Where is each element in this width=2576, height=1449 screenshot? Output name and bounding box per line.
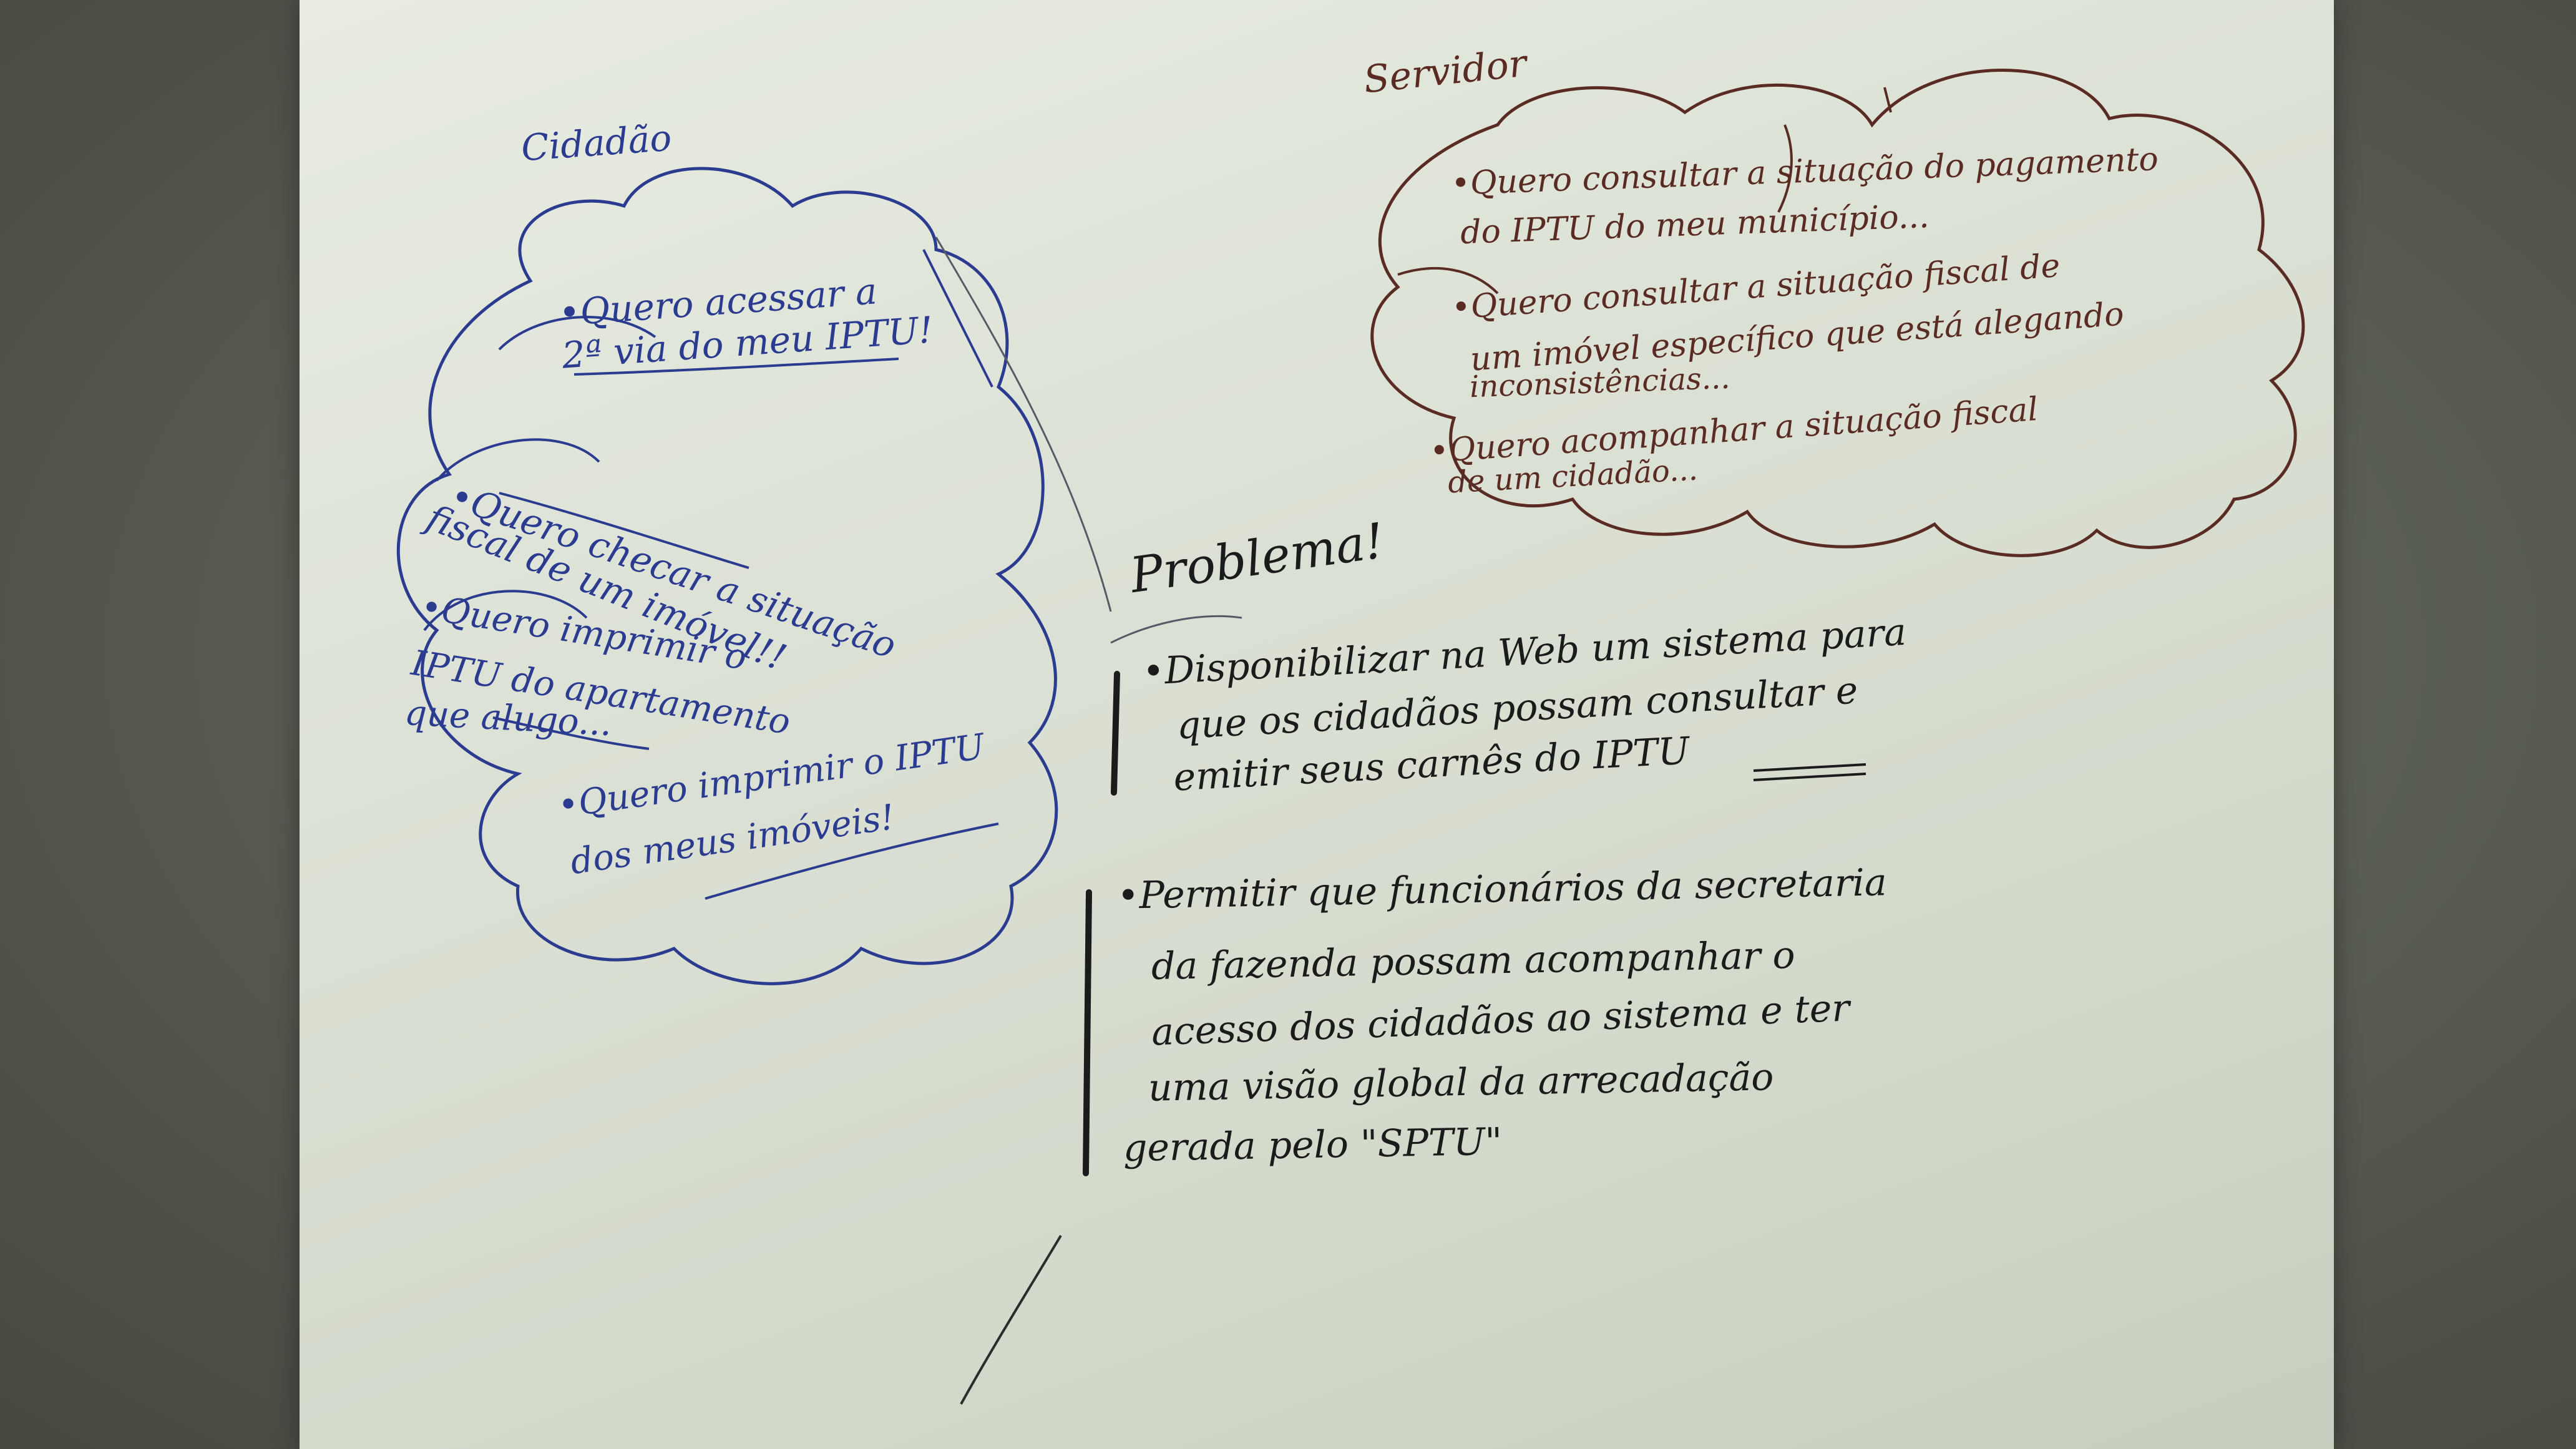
problema-item-line: gerada pelo "SPTU" — [1123, 1120, 1503, 1171]
paper-sheet — [300, 0, 2334, 1449]
problema-bar-2 — [1083, 889, 1092, 1176]
cidadao-cloud — [396, 167, 1058, 985]
servidor-cloud — [1370, 69, 2305, 557]
problema-bar-1 — [1111, 671, 1120, 796]
